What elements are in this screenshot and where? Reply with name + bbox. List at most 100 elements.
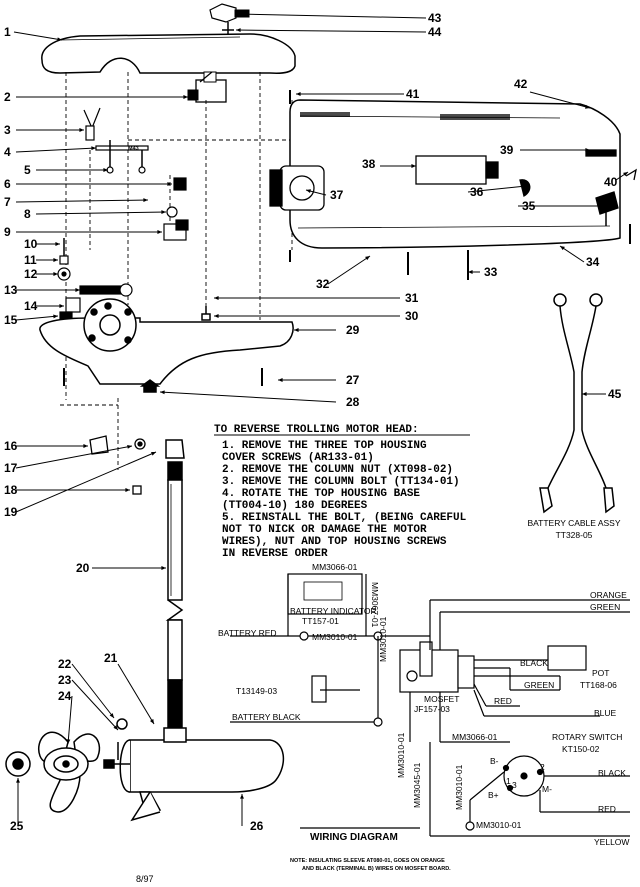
- top-housing-base: [39, 298, 294, 393]
- callout-number: 28: [346, 395, 360, 409]
- leader-arrow: [411, 164, 416, 168]
- wiring-label: B+: [488, 790, 499, 800]
- callout-number: 5: [24, 163, 31, 177]
- leader-arrow: [278, 378, 283, 382]
- leader-arrow: [214, 296, 219, 300]
- callout-number: 41: [406, 87, 420, 101]
- callout-number: 36: [470, 185, 484, 199]
- wiring-label: MOSFET: [424, 694, 459, 704]
- callout-number: 29: [346, 323, 360, 337]
- callout-number: 30: [405, 309, 419, 323]
- wiring-label: TT157-01: [302, 616, 339, 626]
- callout-number: 7: [4, 195, 11, 209]
- callout-number: 45: [608, 387, 622, 401]
- leader-arrow: [238, 12, 243, 17]
- wiring-label: BATTERY INDICATOR: [290, 606, 377, 616]
- callout-number: 37: [330, 188, 344, 202]
- callout-number: 22: [58, 657, 72, 671]
- callout-number: 24: [58, 689, 72, 703]
- leader-arrow: [560, 246, 565, 251]
- wiring-label: MM3010-01: [476, 820, 522, 830]
- leader-arrow: [149, 719, 154, 724]
- leader-line: [15, 315, 59, 321]
- callout-number: 3: [4, 123, 11, 137]
- leader-arrow: [143, 198, 148, 203]
- callout-number: 35: [522, 199, 536, 213]
- leader-arrow: [585, 104, 590, 109]
- leader-arrow: [55, 242, 60, 246]
- wiring-label: ROTARY SWITCH: [552, 732, 622, 742]
- wiring-label: ORANGE: [590, 590, 627, 600]
- wiring-label: MM3010-01: [454, 764, 464, 810]
- leader-line: [467, 185, 527, 193]
- instruction-line: 3. REMOVE THE COLUMN BOLT (TT134-01): [222, 476, 460, 488]
- callout-number: 9: [4, 225, 11, 239]
- wiring-label: M-: [542, 784, 552, 794]
- wiring-label: MM3010-01: [378, 616, 388, 662]
- callout-number: 14: [24, 299, 38, 313]
- wiring-label: TT168-06: [580, 680, 617, 690]
- note-line: NOTE: INSULATING SLEEVE AT080-01, GOES O…: [290, 858, 445, 864]
- wiring-label: MM3066-01: [312, 562, 358, 572]
- callout-number: 2: [4, 90, 11, 104]
- callout-number: 21: [104, 651, 118, 665]
- callout-number: 39: [500, 143, 514, 157]
- battery-cable-part: TT328-05: [556, 530, 593, 540]
- wiring-diagram-title: WIRING DIAGRAM: [310, 832, 398, 843]
- leader-arrow: [521, 184, 526, 189]
- callout-number: 19: [4, 505, 18, 519]
- leader-arrow: [53, 272, 58, 276]
- wiring-label: 1: [506, 776, 511, 786]
- wiring-label: MM3066-01: [452, 732, 498, 742]
- lower-motor-housing: [103, 718, 285, 822]
- wiring-label: GREEN: [590, 602, 620, 612]
- callout-number: 13: [4, 283, 18, 297]
- callout-number: 31: [405, 291, 419, 305]
- wiring-label: 3: [512, 780, 517, 790]
- leader-line: [117, 663, 155, 725]
- wiring-label: BATTERY BLACK: [232, 712, 301, 722]
- wiring-label: BLACK: [520, 658, 548, 668]
- instruction-line: WIRES), NUT AND TOP HOUSING SCREWS: [222, 536, 447, 548]
- leader-arrow: [157, 230, 162, 234]
- instruction-line: 5. REINSTALL THE BOLT, (BEING CAREFUL: [222, 512, 467, 524]
- callout-number: 4: [4, 145, 11, 159]
- instructions-heading: TO REVERSE TROLLING MOTOR HEAD:: [214, 424, 419, 436]
- leader-arrow: [236, 28, 241, 32]
- note-line: AND BLACK (TERMINAL B) WIRES ON MOSFET B…: [302, 866, 451, 872]
- leader-line: [559, 245, 585, 263]
- leader-line: [235, 29, 427, 33]
- callout-number: 20: [76, 561, 90, 575]
- callout-number: 43: [428, 11, 442, 25]
- callout-number: 23: [58, 673, 72, 687]
- leader-arrow: [79, 128, 84, 132]
- leader-arrow: [240, 794, 244, 799]
- leader-arrow: [582, 392, 587, 396]
- leader-line: [15, 199, 149, 203]
- leader-arrow: [16, 778, 20, 783]
- wiring-label: POT: [592, 668, 609, 678]
- leader-arrow: [161, 210, 166, 215]
- leader-arrow: [66, 739, 71, 744]
- head-internals: [269, 149, 637, 226]
- callout-number: 44: [428, 25, 442, 39]
- date-stamp: 8/97: [136, 874, 154, 884]
- leader-arrow: [151, 452, 156, 456]
- callout-number: 15: [4, 313, 18, 327]
- leader-line: [159, 391, 337, 403]
- leader-arrow: [125, 488, 130, 492]
- leader-arrow: [57, 37, 62, 42]
- leader-line: [71, 679, 119, 731]
- callout-number: 6: [4, 177, 11, 191]
- callout-number: 11: [24, 253, 37, 267]
- wiring-label: B-: [490, 756, 499, 766]
- wiring-label: YELLOW: [594, 837, 629, 847]
- leader-line: [327, 255, 371, 285]
- leader-arrow: [161, 566, 166, 570]
- head-housing: [289, 90, 631, 280]
- leader-arrow: [294, 328, 299, 332]
- battery-cable-assembly: [539, 293, 615, 514]
- leader-line: [71, 663, 115, 719]
- callout-number: 8: [24, 207, 31, 221]
